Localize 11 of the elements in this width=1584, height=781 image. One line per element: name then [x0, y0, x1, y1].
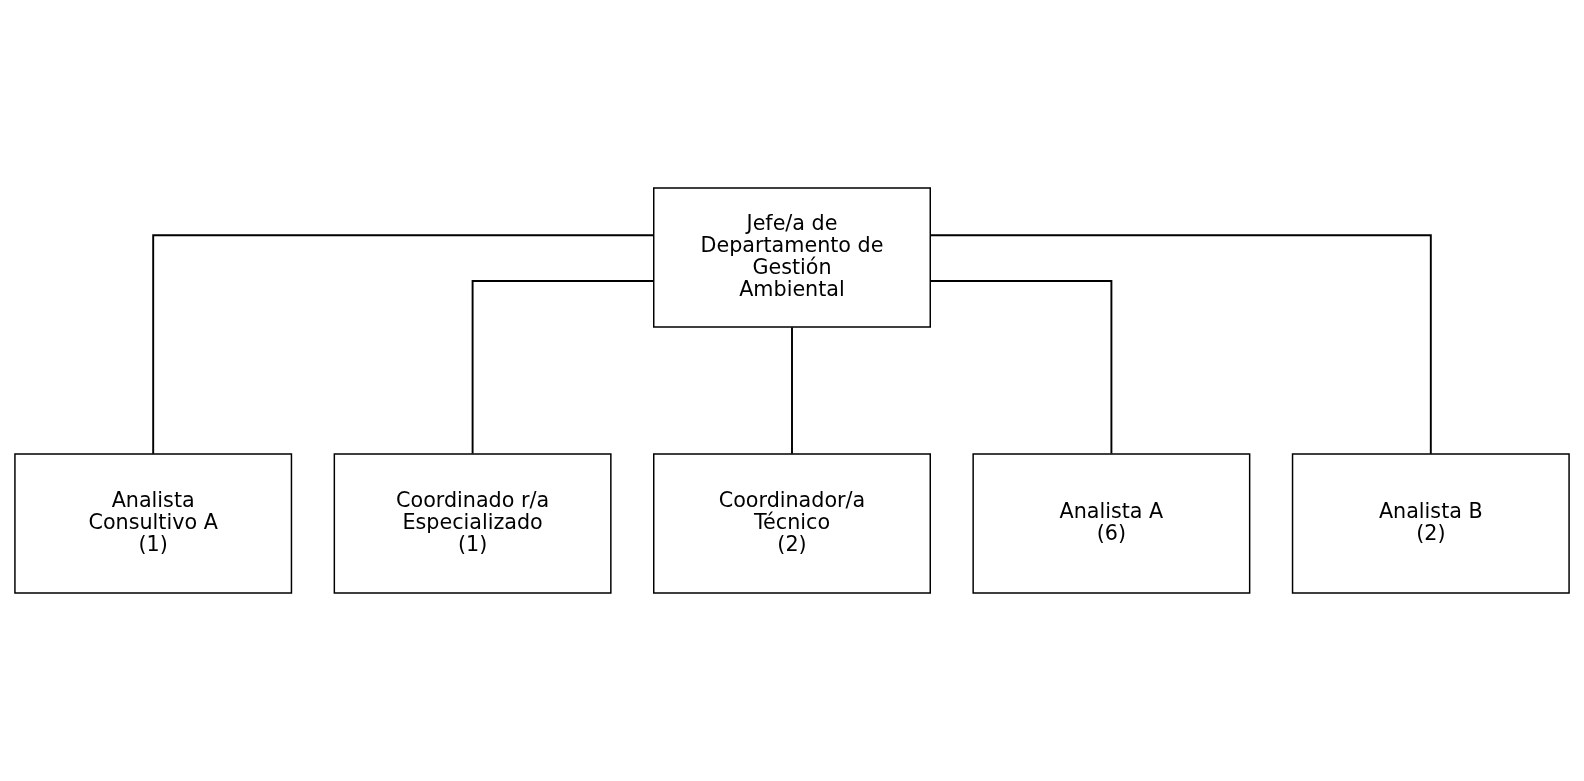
node-box: Analista B (2) [1291, 453, 1570, 594]
connector [152, 234, 655, 455]
node-box: Analista Consultivo A (1) [14, 453, 293, 594]
connector [929, 234, 1432, 455]
node-box: Coordinador/a Técnico (2) [653, 453, 931, 594]
node-box: Analista A (6) [972, 453, 1251, 594]
node-box: Jefe/a de Departamento de Gestión Ambiental [653, 187, 931, 328]
node-box: Coordinado r/a Especializado (1) [333, 453, 612, 594]
connector [791, 326, 793, 455]
connector [471, 280, 655, 455]
connector [929, 280, 1113, 455]
